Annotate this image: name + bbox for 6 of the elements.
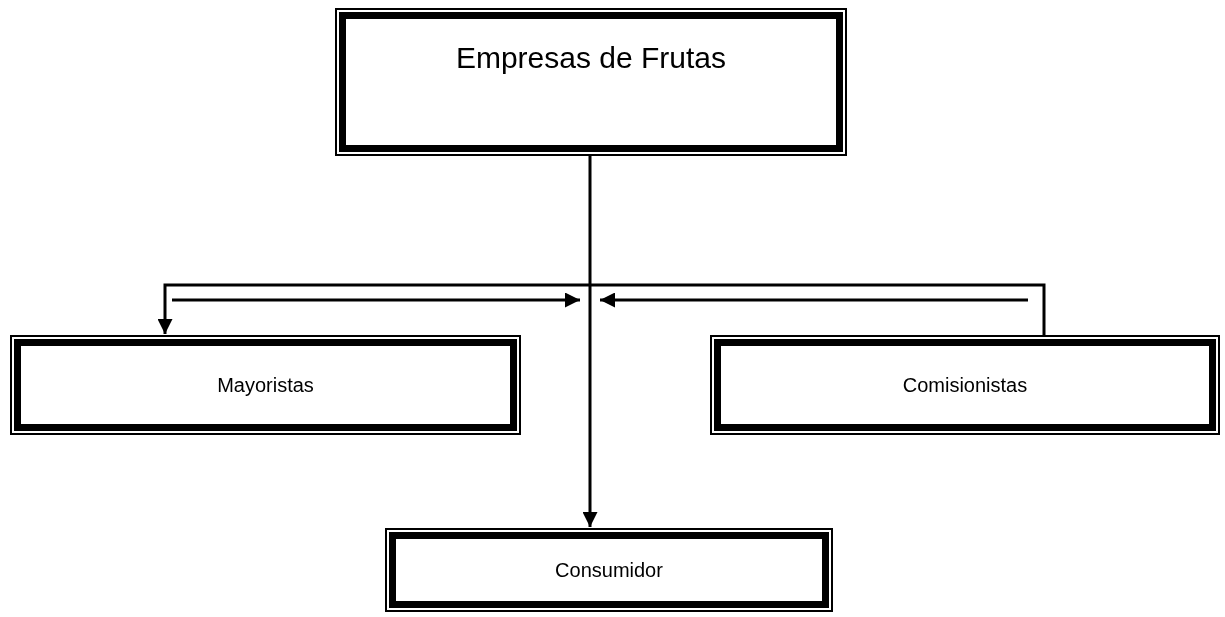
box-label: Empresas de Frutas [455, 41, 727, 75]
arrow [157, 283, 1046, 335]
box-label: Mayoristas [217, 373, 314, 397]
arrow [582, 156, 598, 527]
box-label: Consumidor [555, 558, 663, 582]
box-label: Comisionistas [902, 373, 1028, 397]
